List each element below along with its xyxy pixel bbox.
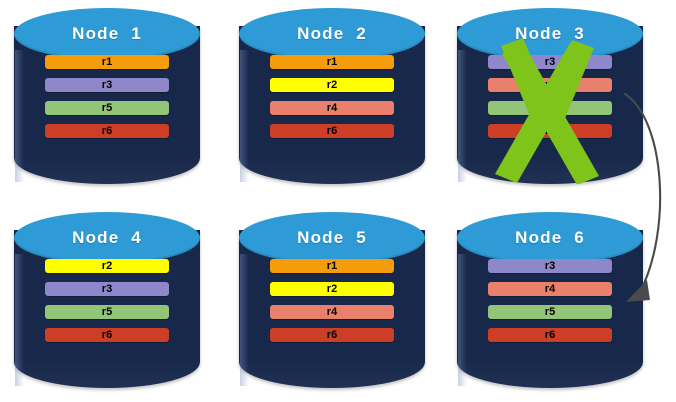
node-6-highlight [458,254,467,386]
record-bar[interactable]: r6 [45,124,169,138]
node-3-highlight [458,50,467,182]
node-1-top-disc [14,8,200,60]
record-bar[interactable]: r5 [45,305,169,319]
record-bar[interactable]: r3 [488,55,612,69]
record-bar[interactable]: r5 [45,101,169,115]
node-6-top-disc [457,212,643,264]
record-bar[interactable]: r5 [488,305,612,319]
node-3-label: Node 3 [515,24,585,43]
record-bar[interactable]: r2 [270,282,394,296]
node-3-records: r3 r4 r5 r6 [488,55,612,147]
node-2-records: r1 r2 r4 r6 [270,55,394,147]
record-bar[interactable]: r6 [488,328,612,342]
record-bar[interactable]: r3 [45,78,169,92]
node-5-records: r1 r2 r4 r6 [270,259,394,351]
node-6-label: Node 6 [515,228,585,247]
node-1[interactable]: Node 1 r1 r3 r5 r6 [14,8,200,185]
node-4-highlight [15,254,24,386]
node-4-top-disc [14,212,200,264]
node-5-label: Node 5 [297,228,367,247]
record-bar[interactable]: r5 [488,101,612,115]
node-4-label: Node 4 [72,228,142,247]
node-1-highlight [15,50,24,182]
record-bar[interactable]: r4 [488,78,612,92]
record-bar[interactable]: r1 [45,55,169,69]
record-bar[interactable]: r3 [488,259,612,273]
node-5-top-disc [239,212,425,264]
record-bar[interactable]: r4 [270,101,394,115]
node-6-records: r3 r4 r5 r6 [488,259,612,351]
node-1-label: Node 1 [72,24,142,43]
record-bar[interactable]: r3 [45,282,169,296]
record-bar[interactable]: r6 [488,124,612,138]
record-bar[interactable]: r4 [488,282,612,296]
record-bar[interactable]: r2 [45,259,169,273]
record-bar[interactable]: r4 [270,305,394,319]
node-1-records: r1 r3 r5 r6 [45,55,169,147]
record-bar[interactable]: r1 [270,55,394,69]
node-5-highlight [240,254,249,386]
node-2-label: Node 2 [297,24,367,43]
node-3[interactable]: Node 3 r3 r4 r5 r6 [457,8,643,185]
node-4-records: r2 r3 r5 r6 [45,259,169,351]
record-bar[interactable]: r6 [270,328,394,342]
record-bar[interactable]: r1 [270,259,394,273]
node-4[interactable]: Node 4 r2 r3 r5 r6 [14,212,200,389]
node-2[interactable]: Node 2 r1 r2 r4 r6 [239,8,425,185]
record-bar[interactable]: r6 [270,124,394,138]
record-bar[interactable]: r2 [270,78,394,92]
node-5[interactable]: Node 5 r1 r2 r4 r6 [239,212,425,389]
node-2-top-disc [239,8,425,60]
node-2-highlight [240,50,249,182]
record-bar[interactable]: r6 [45,328,169,342]
node-6[interactable]: Node 6 r3 r4 r5 r6 [457,212,643,389]
